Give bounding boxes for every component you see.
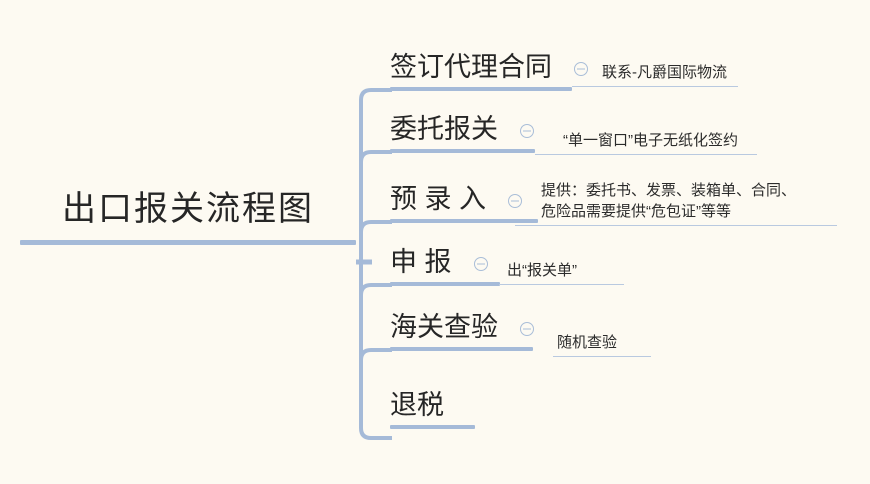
sub-node-4-underline <box>499 284 624 285</box>
sub-node-5-underline <box>553 356 651 357</box>
branch-node-3-underline <box>390 219 538 223</box>
branch-node-4-label: 申 报 <box>390 247 452 277</box>
root-node-label: 出口报关流程图 <box>62 190 314 228</box>
branch-node-4[interactable]: 申 报 <box>390 239 500 286</box>
branch-node-2-label: 委托报关 <box>390 114 498 144</box>
branch-node-5[interactable]: 海关查验 <box>390 304 534 351</box>
sub-node-5[interactable]: 随机查验 <box>553 332 651 357</box>
branch-node-4-underline <box>390 282 500 286</box>
root-node[interactable]: 出口报关流程图 <box>20 188 356 245</box>
root-node-underline <box>20 239 356 245</box>
branch-node-5-underline <box>390 347 533 351</box>
branch-node-1-label: 签订代理合同 <box>390 52 552 82</box>
collapse-minus-icon[interactable] <box>520 322 534 336</box>
branch-node-1-row: 签订代理合同 <box>390 44 588 84</box>
branch-node-4-row: 申 报 <box>390 239 500 279</box>
sub-node-2-underline <box>535 154 757 155</box>
collapse-minus-icon[interactable] <box>574 62 588 76</box>
sub-node-4[interactable]: 出“报关单” <box>499 260 624 285</box>
branch-node-6-row: 退税 <box>390 382 475 422</box>
sub-node-3-line-1: 提供：委托书、发票、装箱单、合同、 <box>541 182 797 199</box>
collapse-minus-icon[interactable] <box>520 124 534 138</box>
branch-node-3-row: 预 录 入 <box>390 176 538 216</box>
branch-node-2-underline <box>390 149 535 153</box>
branch-node-2-row: 委托报关 <box>390 106 535 146</box>
branch-node-5-label: 海关查验 <box>390 312 498 342</box>
sub-node-1-line-1: 联系-凡爵国际物流 <box>602 64 727 81</box>
branch-node-1[interactable]: 签订代理合同 <box>390 44 588 91</box>
sub-node-3-line-2: 危险品需要提供“危包证”等等 <box>541 203 731 220</box>
sub-node-2-line-1: “单一窗口”电子无纸化签约 <box>563 132 738 149</box>
branch-node-2[interactable]: 委托报关 <box>390 106 535 153</box>
branch-node-3-label: 预 录 入 <box>390 184 487 214</box>
branch-node-5-row: 海关查验 <box>390 304 534 344</box>
sub-node-2[interactable]: “单一窗口”电子无纸化签约 <box>535 130 757 155</box>
branch-node-6[interactable]: 退税 <box>390 382 475 429</box>
sub-node-3-underline <box>515 225 837 226</box>
sub-node-1[interactable]: 联系-凡爵国际物流 <box>572 62 738 87</box>
sub-node-5-line-1: 随机查验 <box>557 334 618 351</box>
collapse-minus-icon[interactable] <box>473 257 488 271</box>
collapse-minus-icon[interactable] <box>508 194 523 208</box>
branch-node-1-underline <box>390 87 572 91</box>
sub-node-3[interactable]: 提供：委托书、发票、装箱单、合同、 危险品需要提供“危包证”等等 <box>515 180 837 226</box>
sub-node-1-underline <box>572 86 738 87</box>
sub-node-4-line-1: 出“报关单” <box>507 262 577 279</box>
branch-node-6-underline <box>390 425 475 429</box>
branch-node-6-label: 退税 <box>390 390 444 420</box>
branch-node-3[interactable]: 预 录 入 <box>390 176 538 223</box>
